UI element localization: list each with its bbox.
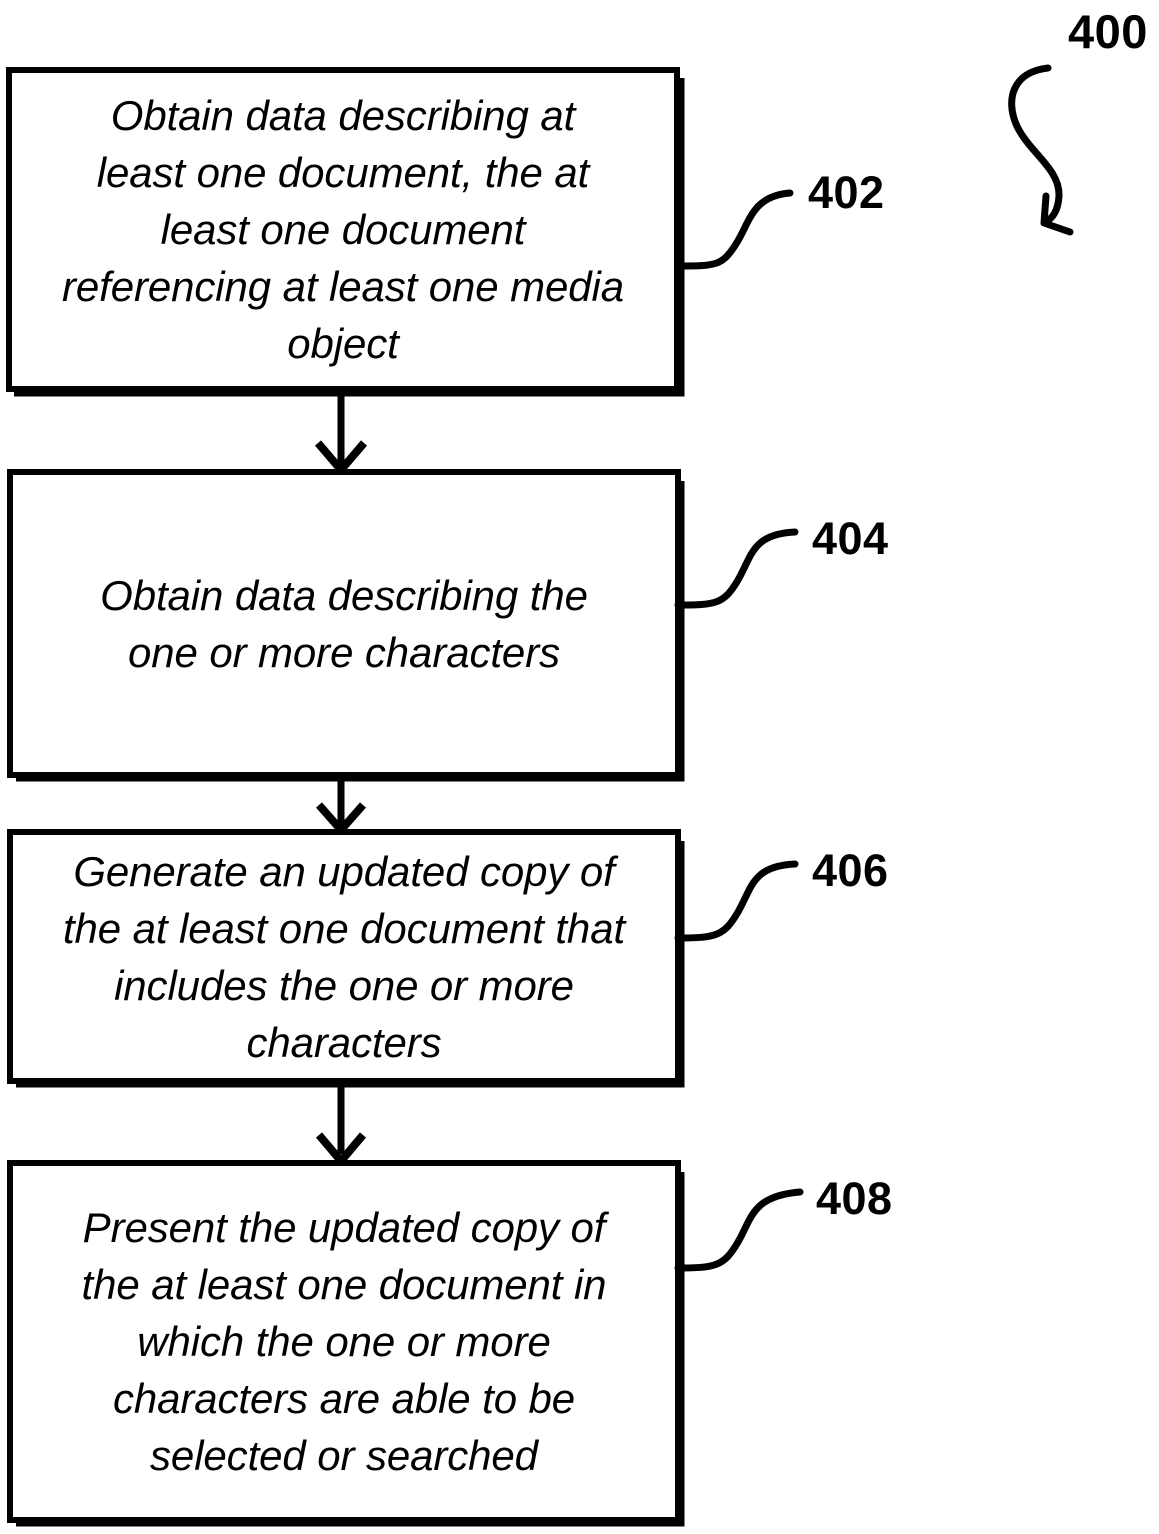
step-402-label: Obtain data describing at least one docu… [61,92,624,367]
step-box-406: Generate an updated copy of the at least… [10,832,678,1081]
step-408-label: Present the updated copy of the at least… [81,1204,607,1479]
leader-line-404 [674,528,799,609]
step-404-label: Obtain data describing the one or more c… [100,571,588,676]
figure-callout-arrow-400 [1008,64,1074,236]
connector-arrow-406-408 [315,1082,367,1168]
leader-line-402 [674,189,794,270]
reference-numeral-408: 408 [816,1173,893,1224]
figure-number-400: 400 [1068,5,1148,58]
step-406-label: Generate an updated copy of the at least… [62,847,626,1066]
step-box-402: Obtain data describing at least one docu… [9,70,677,389]
connector-arrow-404-406 [315,776,367,837]
connector-arrow-402-404 [314,392,368,477]
leader-line-406 [674,860,799,942]
leader-line-408 [674,1188,804,1272]
reference-numeral-402: 402 [808,167,885,218]
step-box-408: Present the updated copy of the at least… [10,1163,678,1520]
step-box-404: Obtain data describing the one or more c… [10,472,678,775]
reference-numeral-406: 406 [812,845,889,896]
reference-numeral-404: 404 [812,513,889,564]
